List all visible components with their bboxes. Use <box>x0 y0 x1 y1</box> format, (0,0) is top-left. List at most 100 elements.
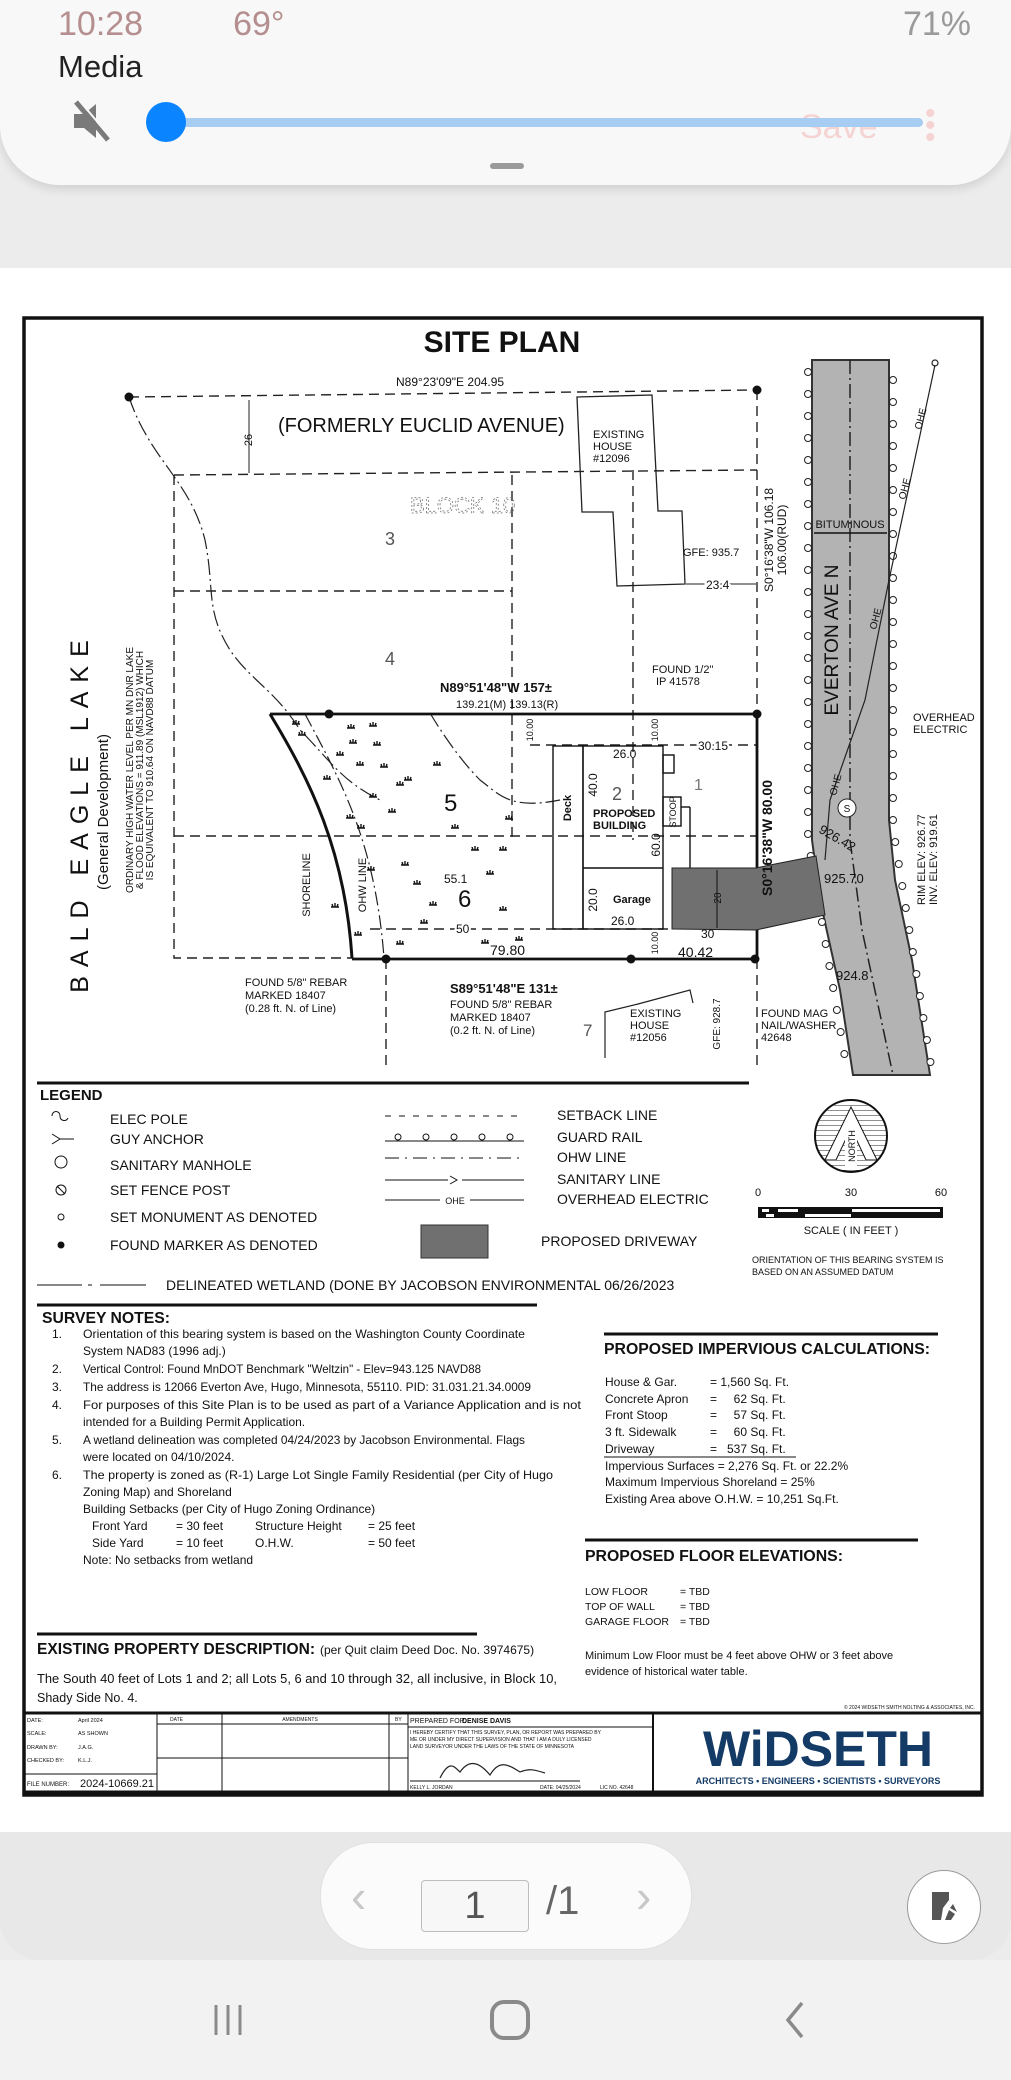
back-icon[interactable] <box>780 2000 810 2040</box>
dim-10-00: 10.00 <box>650 932 660 955</box>
guard-rail-post <box>821 940 830 948</box>
guard-rail-post <box>922 1036 931 1044</box>
wetland-symbol <box>499 846 507 851</box>
mute-icon[interactable] <box>70 98 114 144</box>
volume-slider-thumb[interactable] <box>146 102 186 142</box>
dim-40-0: 40.0 <box>586 773 600 797</box>
guard-rail-post <box>832 1006 841 1014</box>
guard-rail-post <box>889 794 897 802</box>
plan-title: SITE PLAN <box>424 326 581 359</box>
wetland-symbol <box>347 724 355 729</box>
home-icon[interactable] <box>490 2000 530 2040</box>
impervious-value: = 1,560 Sq. Ft. <box>710 1375 789 1389</box>
guard-rail-post <box>889 684 897 692</box>
floor-elevations-title: PROPOSED FLOOR ELEVATIONS: <box>585 1548 843 1565</box>
guard-rail-post <box>804 566 812 574</box>
note-text: Zoning Map) and Shoreland <box>83 1485 232 1499</box>
spot-elevation: 924.8 <box>836 968 869 983</box>
lot-1: 1 <box>694 777 703 794</box>
guard-rail-post <box>889 772 897 780</box>
wetland-symbol <box>369 722 377 727</box>
status-bar: 10:28 69° 71% <box>58 4 971 44</box>
legend-wetland-label: DELINEATED WETLAND (DONE BY JACOBSON ENV… <box>166 1277 675 1293</box>
found-marker-icon <box>750 954 760 964</box>
page-number-input[interactable]: 1 <box>421 1880 529 1932</box>
wetland-symbol <box>433 761 441 766</box>
found-marker-icon <box>381 954 391 964</box>
ohw-note: IS EQUIVALENT TO 910.64 ON NAVD88 DATUM <box>145 660 156 881</box>
floor-value: = TBD <box>680 1601 710 1613</box>
dim-26: 26 <box>243 434 255 446</box>
system-nav-bar <box>0 1960 1011 2080</box>
note-text: were located on 04/10/2024. <box>82 1450 234 1464</box>
gfe-south: GFE: 928.7 <box>712 998 723 1050</box>
legend-driveway-label: PROPOSED DRIVEWAY <box>541 1233 698 1249</box>
rebar-east-label: (0.2 ft. N. of Line) <box>450 1025 535 1037</box>
panel-drag-handle[interactable] <box>490 163 524 169</box>
sanitary-manhole-icon <box>837 798 857 818</box>
impervious-total: Maximum Impervious Shoreland = 25% <box>605 1475 815 1489</box>
guard-rail-post <box>891 838 900 846</box>
guard-rail-post <box>889 508 897 516</box>
guard-rail-post <box>915 992 924 1000</box>
guard-rail-post <box>804 742 812 750</box>
certification: ME OR UNDER MY DIRECT SUPERVISION AND TH… <box>410 1737 592 1743</box>
dim-20: 20 <box>713 892 724 904</box>
impervious-label: Front Stoop <box>605 1408 668 1422</box>
edit-pdf-button[interactable] <box>907 1870 981 1944</box>
guard-rail-post <box>804 522 812 530</box>
recent-apps-icon[interactable] <box>208 2000 248 2040</box>
guard-rail-post <box>804 632 812 640</box>
prepared-for-label: PREPARED FOR: <box>410 1718 467 1725</box>
wetland-symbol <box>373 741 381 746</box>
floor-label: TOP OF WALL <box>585 1601 655 1613</box>
media-volume-slider[interactable] <box>165 118 923 127</box>
east-bearing: S0°16'38"W 80.00 <box>759 780 775 896</box>
south-bearing: S89°51'48"E 131± <box>450 981 558 996</box>
note-text: For purposes of this Site Plan is to be … <box>83 1398 582 1412</box>
dim-20-0: 20.0 <box>586 888 600 912</box>
proposed-building-label: PROPOSED <box>593 808 655 820</box>
mag-nail-label: FOUND MAG <box>761 1008 828 1020</box>
impervious-total: Impervious Surfaces = 2,276 Sq. Ft. or 2… <box>605 1459 848 1473</box>
house-south-label: HOUSE <box>630 1020 669 1032</box>
found-ip-label: IP 41578 <box>656 676 700 688</box>
impervious-table: House & Gar.= 1,560 Sq. Ft.Concrete Apro… <box>605 1375 848 1506</box>
ohe-label: OHE <box>868 607 884 631</box>
pdf-bottom-toolbar: ‹ 1 /1 › <box>0 1832 1011 1960</box>
setback-label: O.H.W. <box>255 1536 294 1550</box>
setback-value: = 30 feet <box>176 1519 224 1533</box>
ohe-sample: OHE <box>445 1196 465 1206</box>
note-text: Orientation of this bearing system is ba… <box>83 1327 525 1341</box>
impervious-label: Concrete Apron <box>605 1392 688 1406</box>
note-text: Note: No setbacks from wetland <box>83 1553 253 1567</box>
found-marker-icon <box>324 709 334 719</box>
former-street-label: (FORMERLY EUCLID AVENUE) <box>278 415 565 437</box>
wetland-symbol <box>451 824 459 829</box>
title-block-key: DATE: <box>27 1718 43 1724</box>
setback-label: Front Yard <box>92 1519 148 1533</box>
impervious-value: = 62 Sq. Ft. <box>710 1392 786 1406</box>
legend-title: LEGEND <box>40 1087 103 1104</box>
guard-rail-post <box>889 816 897 824</box>
previous-page-button[interactable]: ‹ <box>351 1870 367 1922</box>
found-marker-icon <box>57 1241 65 1249</box>
mag-nail-label: NAIL/WASHER <box>761 1020 836 1032</box>
next-page-button[interactable]: › <box>636 1870 652 1922</box>
note-text: System NAD83 (1996 adj.) <box>83 1344 226 1358</box>
note-number: 6. <box>52 1468 62 1482</box>
dim-79-80: 79.80 <box>490 942 525 958</box>
guard-rail-post <box>889 596 897 604</box>
legend-symbols: ELEC POLE GUY ANCHOR SANITARY MANHOLE SE… <box>51 1111 318 1253</box>
scale-label: SCALE ( IN FEET ) <box>804 1225 899 1237</box>
impervious-title: PROPOSED IMPERVIOUS CALCULATIONS: <box>604 1341 930 1358</box>
lot-7: 7 <box>583 1021 592 1040</box>
surveyor-name: KELLY L. JORDAN <box>410 1785 453 1791</box>
mag-nail-label: 42648 <box>761 1032 792 1044</box>
note-text: Vertical Control: Found MnDOT Benchmark … <box>83 1362 481 1376</box>
guard-rail-post <box>804 434 812 442</box>
note-text: intended for a Building Permit Applicati… <box>83 1415 305 1429</box>
fence-post-icon <box>55 1184 67 1196</box>
impervious-label: 3 ft. Sidewalk <box>605 1425 677 1439</box>
guard-rail-post <box>894 860 903 868</box>
